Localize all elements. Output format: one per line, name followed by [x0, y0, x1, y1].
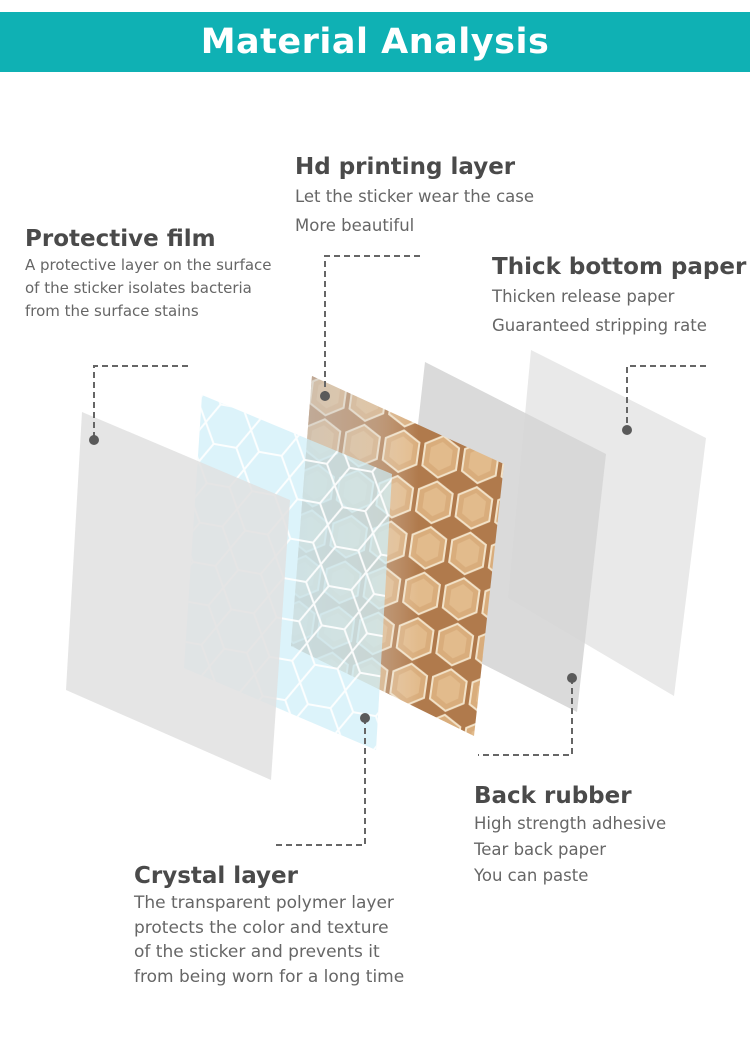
leader-dot: [567, 673, 577, 683]
leader-dot: [360, 713, 370, 723]
hd-printing-title: Hd printing layer: [295, 154, 516, 180]
back-rubber-line: Tear back paper: [474, 840, 607, 859]
back-rubber-line: High strength adhesive: [474, 814, 667, 833]
crystal-line: from being worn for a long time: [134, 966, 405, 987]
hd-printing-line: More beautiful: [295, 216, 415, 235]
protective-film-title: Protective film: [25, 226, 216, 252]
hd-printing-line: Let the sticker wear the case: [295, 187, 535, 206]
header-banner: Material Analysis: [0, 12, 750, 72]
back-rubber-line: You can paste: [474, 866, 589, 885]
crystal-line: of the sticker and prevents it: [134, 942, 380, 962]
protective-film-line: of the sticker isolates bacteria: [25, 279, 252, 297]
thick-bottom-line: Guaranteed stripping rate: [492, 316, 707, 335]
thick-bottom-label: Thick bottom paper Thicken release paper…: [492, 252, 746, 340]
crystal-line: The transparent polymer layer: [134, 893, 394, 913]
protective-film-line: from the surface stains: [25, 302, 199, 320]
thick-bottom-title: Thick bottom paper: [492, 254, 747, 280]
leader-dot: [622, 425, 632, 435]
leader-dots: [89, 391, 632, 723]
leader-lines: [93, 255, 706, 846]
leader-dot: [89, 435, 99, 445]
protective-film-line: A protective layer on the surface: [25, 256, 272, 274]
page-title: Material Analysis: [200, 22, 550, 62]
protective-film-label: Protective film A protective layer on th…: [25, 224, 272, 323]
crystal-line: protects the color and texture: [134, 917, 389, 938]
crystal-title: Crystal layer: [134, 863, 298, 889]
back-rubber-label: Back rubber High strength adhesive Tear …: [474, 781, 666, 889]
protective-film-layer: [66, 412, 290, 780]
hd-printing-label: Hd printing layer Let the sticker wear t…: [295, 152, 534, 240]
thick-bottom-line: Thicken release paper: [492, 287, 675, 306]
crystal-label: Crystal layer The transparent polymer la…: [134, 861, 404, 989]
leader-dot: [320, 391, 330, 401]
back-rubber-title: Back rubber: [474, 783, 632, 809]
